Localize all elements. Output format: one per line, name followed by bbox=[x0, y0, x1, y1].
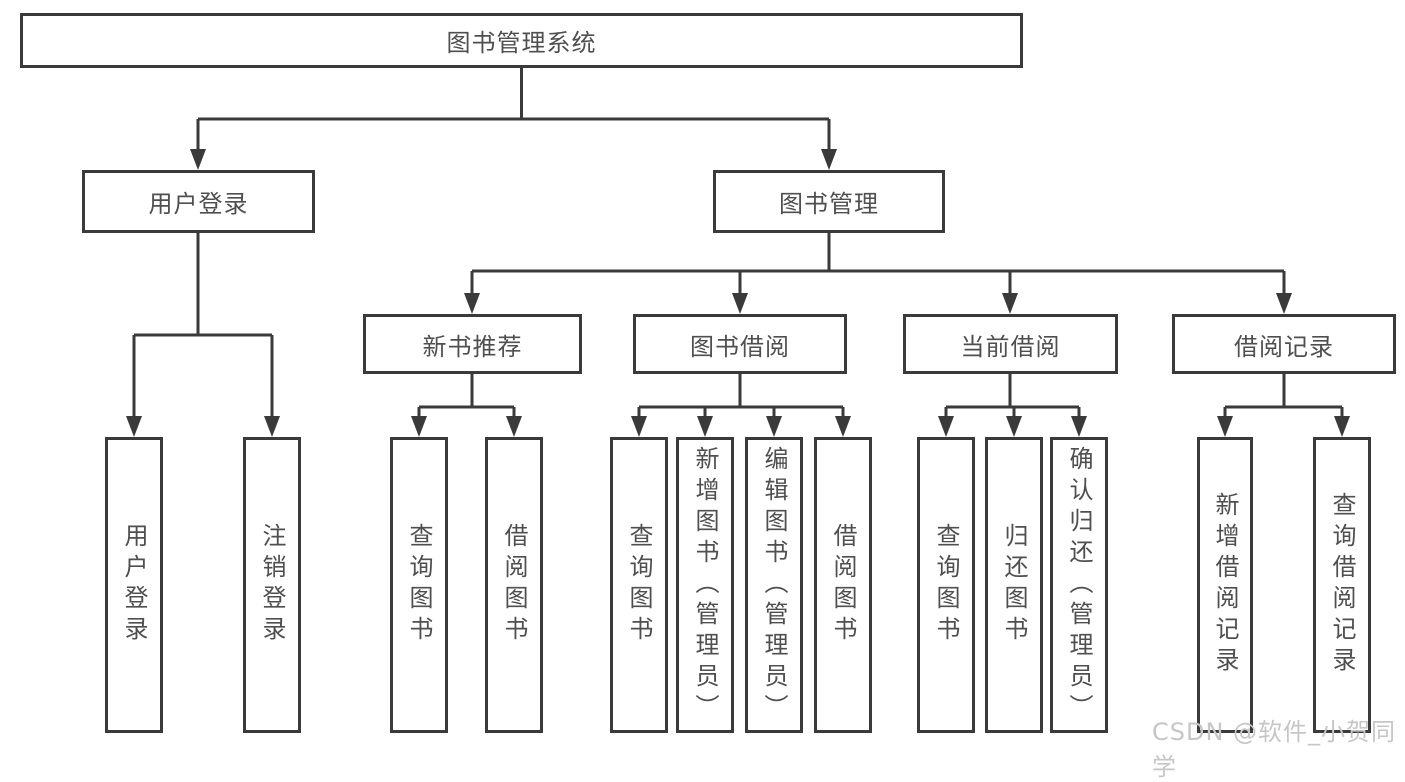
node-book-borrowing: 图书借阅 bbox=[633, 314, 847, 374]
leaf-return-books: 归还图书 bbox=[985, 437, 1043, 733]
node-current-borrowing: 当前借阅 bbox=[903, 314, 1118, 374]
node-label: 注销登录 bbox=[258, 523, 286, 647]
node-new-book-recommendation: 新书推荐 bbox=[363, 314, 582, 374]
node-book-management: 图书管理 bbox=[713, 170, 945, 233]
node-label: 查询图书 bbox=[932, 523, 960, 647]
node-label: 当前借阅 bbox=[960, 332, 1061, 361]
node-label: 查询图书 bbox=[625, 523, 653, 647]
node-label: 借阅记录 bbox=[1234, 332, 1334, 361]
node-label: 编辑图书（管理员） bbox=[760, 445, 788, 725]
leaf-add-borrow-record: 新增借阅记录 bbox=[1197, 437, 1253, 733]
node-label: 借阅图书 bbox=[829, 523, 857, 647]
leaf-borrow-books-borrow: 借阅图书 bbox=[814, 437, 872, 733]
diagram-canvas: 图书管理系统 用户登录 图书管理 新书推荐 图书借阅 当前借阅 借阅记录 用户登… bbox=[20, 13, 1396, 781]
connector-lines bbox=[126, 68, 1350, 437]
node-label: 图书管理系统 bbox=[446, 29, 597, 57]
node-label: 借阅图书 bbox=[500, 523, 528, 647]
leaf-user-login: 用户登录 bbox=[105, 437, 163, 733]
watermark-text: CSDN @软件_小贺同学 bbox=[1152, 718, 1397, 781]
node-label: 归还图书 bbox=[1000, 523, 1028, 647]
leaf-edit-books-admin: 编辑图书（管理员） bbox=[745, 437, 803, 733]
node-label: 图书管理 bbox=[779, 190, 879, 218]
leaf-query-borrow-record: 查询借阅记录 bbox=[1313, 437, 1371, 733]
leaf-confirm-return-admin: 确认归还（管理员） bbox=[1050, 437, 1108, 733]
node-label: 查询图书 bbox=[405, 523, 433, 647]
leaf-add-books-admin: 新增图书（管理员） bbox=[676, 437, 734, 733]
node-label: 确认归还（管理员） bbox=[1065, 445, 1093, 725]
node-book-management-system: 图书管理系统 bbox=[20, 13, 1023, 68]
node-borrowing-records: 借阅记录 bbox=[1172, 314, 1396, 374]
leaf-query-books-recommend: 查询图书 bbox=[390, 437, 448, 733]
arrowhead-icons bbox=[126, 149, 1350, 437]
leaf-query-books-borrow: 查询图书 bbox=[610, 437, 668, 733]
node-label: 用户登录 bbox=[120, 523, 148, 647]
node-label: 用户登录 bbox=[148, 190, 249, 218]
leaf-query-books-current: 查询图书 bbox=[917, 437, 975, 733]
node-user-login: 用户登录 bbox=[82, 170, 315, 233]
node-label: 新增借阅记录 bbox=[1211, 492, 1239, 678]
node-label: 图书借阅 bbox=[690, 332, 790, 361]
leaf-logout-login: 注销登录 bbox=[243, 437, 301, 733]
node-label: 查询借阅记录 bbox=[1328, 492, 1356, 678]
node-label: 新增图书（管理员） bbox=[691, 445, 719, 725]
node-label: 新书推荐 bbox=[422, 332, 523, 361]
leaf-borrow-books-recommend: 借阅图书 bbox=[485, 437, 543, 733]
